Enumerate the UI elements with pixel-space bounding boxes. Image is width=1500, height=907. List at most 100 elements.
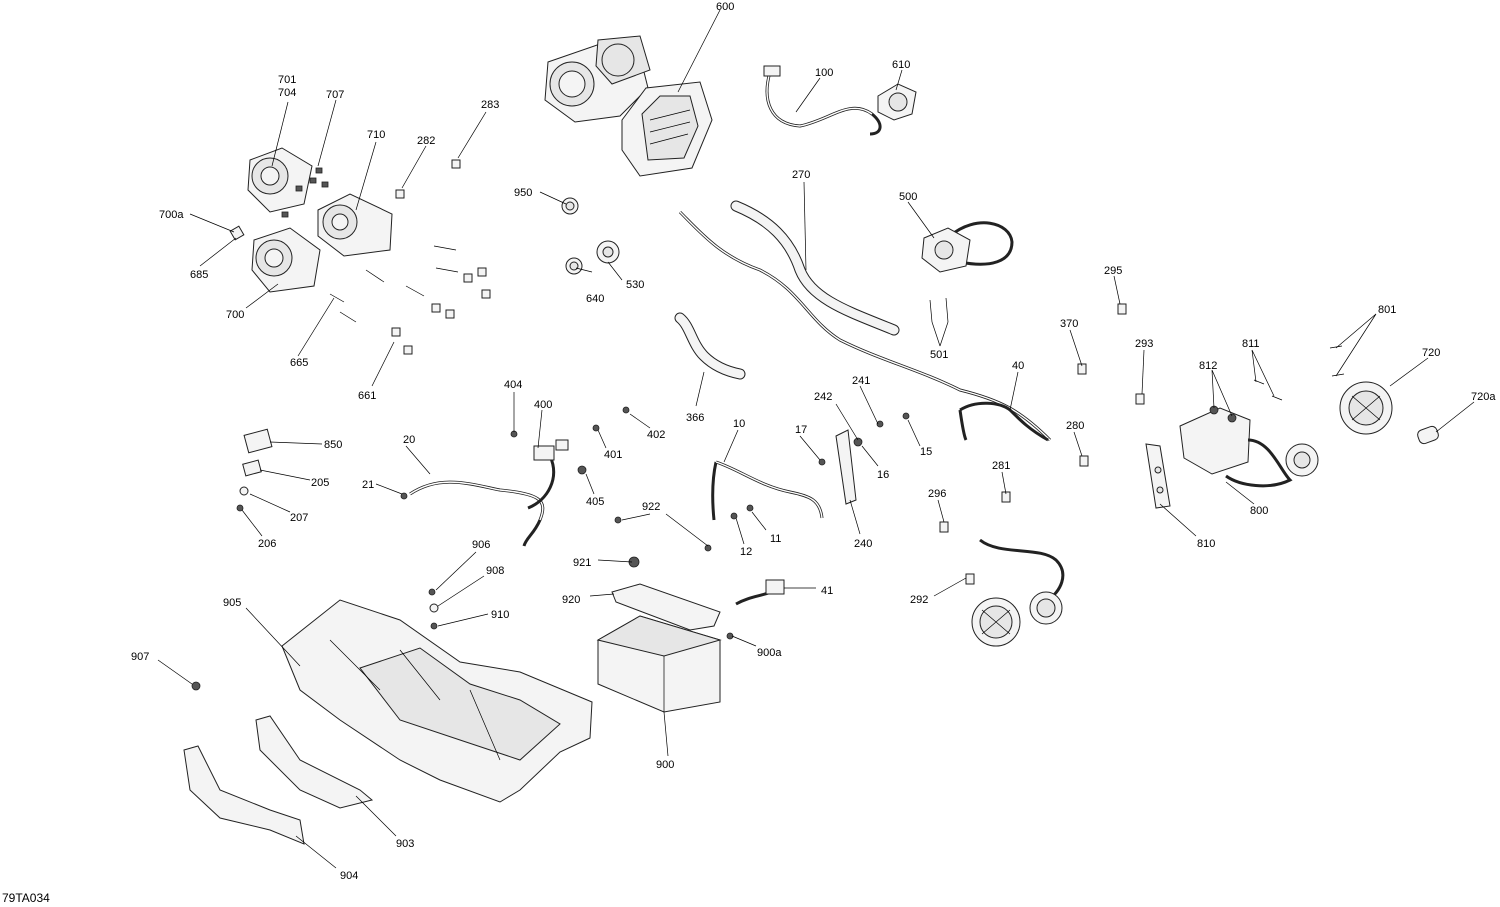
part-530-switch: [596, 240, 620, 264]
callout-241: 241: [852, 375, 870, 387]
callout-800: 800: [1250, 505, 1268, 517]
callout-400: 400: [534, 399, 552, 411]
callout-283: 283: [481, 99, 499, 111]
part-100-harness: [763, 65, 882, 136]
callout-903: 903: [396, 838, 414, 850]
part-41-cable: [735, 579, 785, 606]
callout-710: 710: [367, 129, 385, 141]
callout-21: 21: [362, 479, 374, 491]
part-207-washer: [239, 486, 249, 496]
part-811-812-hardware: [1209, 379, 1283, 423]
part-905-tray: [281, 599, 593, 803]
callout-850: 850: [324, 439, 342, 451]
callout-15: 15: [920, 446, 932, 458]
callout-720a: 720a: [1471, 391, 1496, 403]
part-206-nut: [236, 504, 244, 512]
callout-500: 500: [899, 191, 917, 203]
part-906-908-910-hardware: [191, 588, 439, 691]
part-10-cable: [711, 460, 824, 521]
part-707-screws: [281, 167, 329, 218]
callout-242: 242: [814, 391, 832, 403]
part-810-bracket: [1145, 443, 1171, 509]
callout-685: 685: [190, 269, 208, 281]
callout-206: 206: [258, 538, 276, 550]
callout-701: 701: [278, 74, 296, 86]
callout-41: 41: [821, 585, 833, 597]
part-240-bracket: [835, 429, 857, 505]
callout-292: 292: [910, 594, 928, 606]
callout-812: 812: [1199, 360, 1217, 372]
callout-707: 707: [326, 89, 344, 101]
callout-700: 700: [226, 309, 244, 321]
callout-280: 280: [1066, 420, 1084, 432]
callout-405: 405: [586, 496, 604, 508]
callout-282: 282: [417, 135, 435, 147]
callout-811: 811: [1242, 338, 1260, 350]
part-801-screws: [1329, 345, 1345, 377]
callout-366: 366: [686, 412, 704, 424]
callout-501: 501: [930, 349, 948, 361]
callout-910: 910: [491, 609, 509, 621]
callout-922: 922: [642, 501, 660, 513]
callout-704: 704: [278, 87, 296, 99]
part-20-cable: [409, 480, 545, 547]
callout-40: 40: [1012, 360, 1024, 372]
part-900a-bolt: [726, 632, 734, 640]
callout-950: 950: [514, 187, 532, 199]
part-610-socket: [877, 83, 917, 121]
part-903-cover: [255, 715, 374, 809]
callout-921: 921: [573, 557, 591, 569]
part-920-hold-down: [611, 583, 721, 631]
callout-600: 600: [716, 1, 734, 13]
callout-labels: 600 100 610 701 704 707 283 710 282 270 …: [131, 1, 1496, 882]
part-501-bolts: [929, 297, 949, 323]
callout-907: 907: [131, 651, 149, 663]
part-205-fuse: [242, 459, 262, 477]
callout-207: 207: [290, 512, 308, 524]
callout-10: 10: [733, 418, 745, 430]
callout-401: 401: [604, 449, 622, 461]
part-950-switch: [561, 197, 579, 215]
callout-920: 920: [562, 594, 580, 606]
callout-904: 904: [340, 870, 358, 882]
callout-205: 205: [311, 477, 329, 489]
callout-908: 908: [486, 565, 504, 577]
part-700a-685-bulb: [229, 225, 245, 241]
callout-906: 906: [472, 539, 490, 551]
callout-295: 295: [1104, 265, 1122, 277]
callout-296: 296: [928, 488, 946, 500]
part-850-relay: [243, 428, 273, 454]
callout-100: 100: [815, 67, 833, 79]
part-right-mid-connectors: [939, 303, 1145, 585]
callout-640: 640: [586, 293, 604, 305]
callout-610: 610: [892, 59, 910, 71]
part-701-headlamp-upper: [247, 147, 313, 213]
part-270-harness: [678, 200, 1052, 442]
part-500-actuator: [921, 221, 1014, 273]
part-720a-bulb: [1417, 425, 1439, 445]
callout-720: 720: [1422, 347, 1440, 359]
callout-905: 905: [223, 597, 241, 609]
part-720-light: [1339, 381, 1393, 435]
callout-270: 270: [792, 169, 810, 181]
callout-370: 370: [1060, 318, 1078, 330]
callout-900: 900: [656, 759, 674, 771]
callout-16: 16: [877, 469, 889, 481]
callout-293: 293: [1135, 338, 1153, 350]
part-640-switch: [565, 257, 583, 275]
callout-240: 240: [854, 538, 872, 550]
part-800-module: [1179, 407, 1319, 488]
callout-17: 17: [795, 424, 807, 436]
callout-12: 12: [740, 546, 752, 558]
leader-lines: [157, 9, 1475, 869]
callout-530: 530: [626, 279, 644, 291]
callout-700a: 700a: [159, 209, 184, 221]
callout-20: 20: [403, 434, 415, 446]
part-710-headlamp-center: [317, 193, 393, 257]
callout-900a: 900a: [757, 647, 782, 659]
part-600-instrument-cluster: [544, 35, 713, 177]
figure-id: 79TA034: [2, 891, 50, 905]
part-fog-lamp-assembly: [971, 538, 1065, 647]
part-700-headlamp-lower: [251, 227, 321, 293]
